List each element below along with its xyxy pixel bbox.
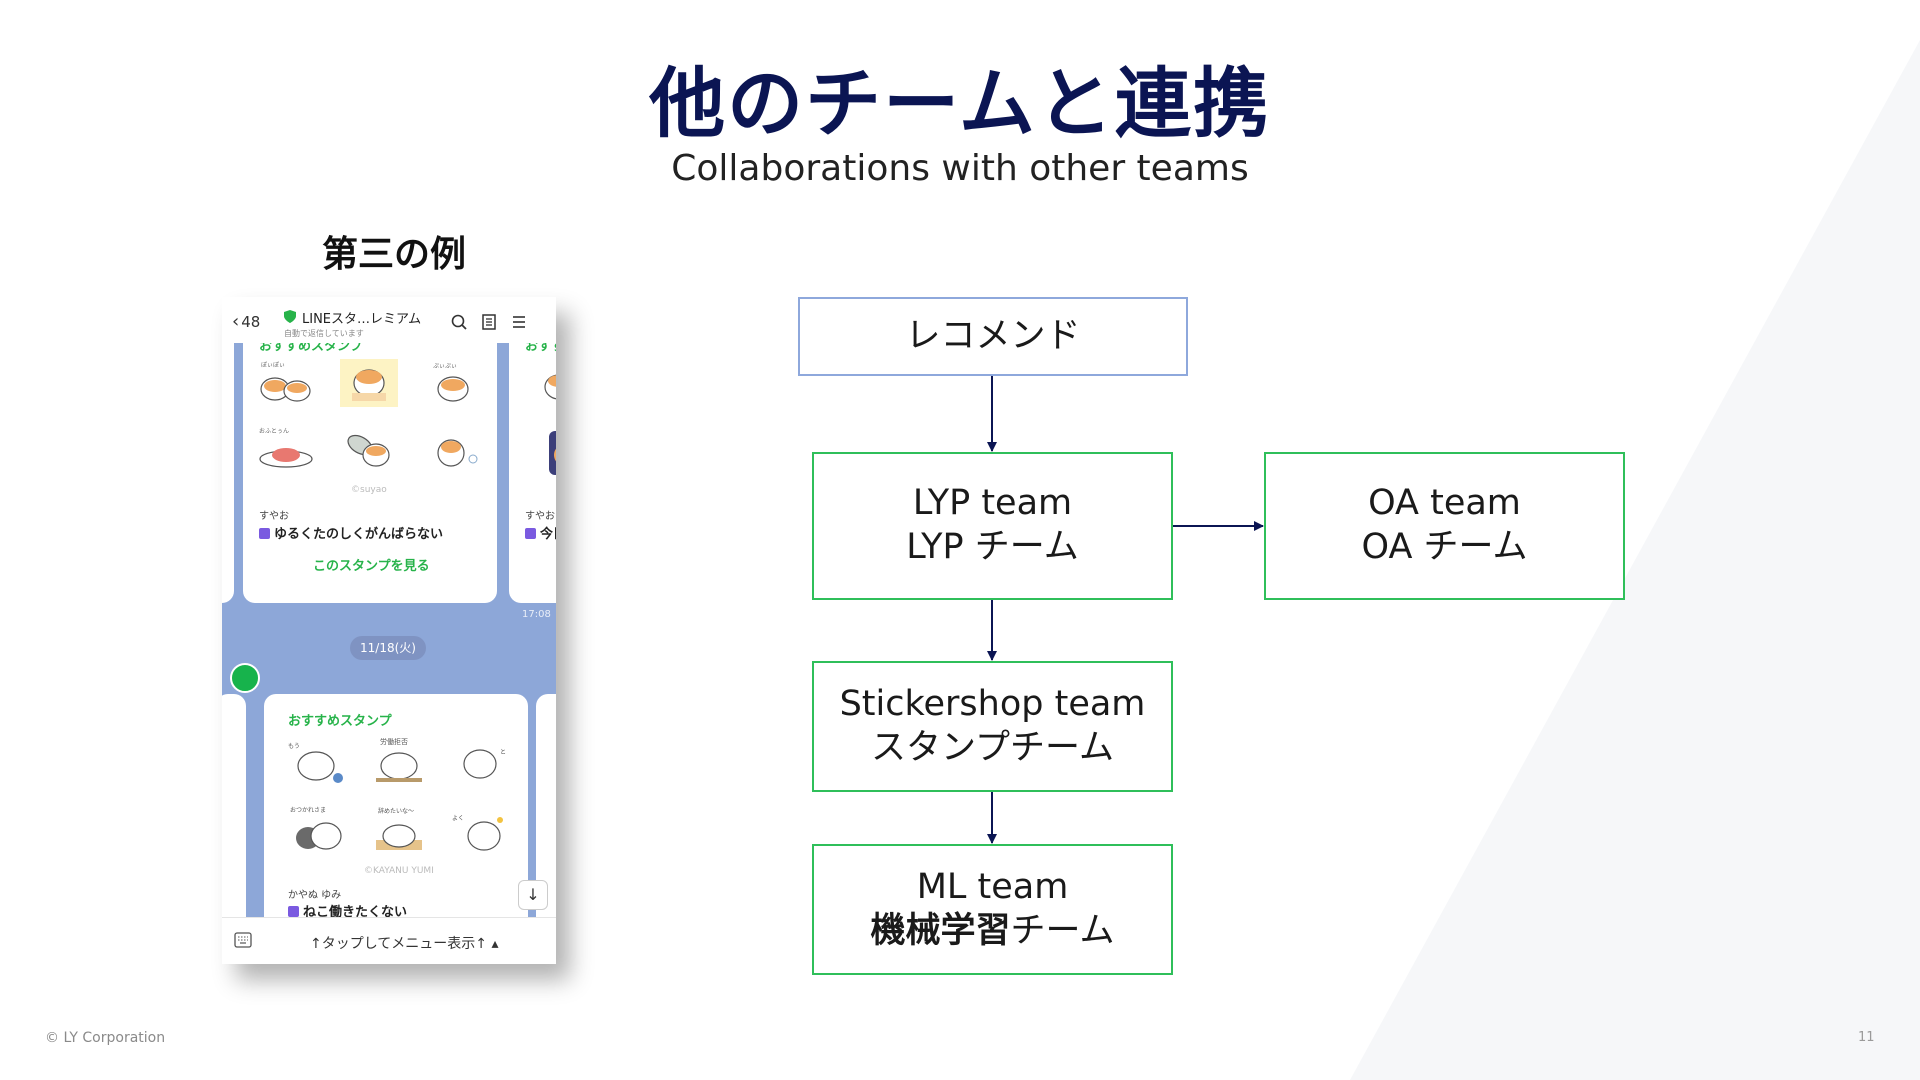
view-sticker-link[interactable]: このスタンプを見る <box>313 559 430 574</box>
sticker-author: すやお <box>525 511 555 522</box>
arrow-down-icon: ↓ <box>526 885 540 904</box>
sticker-hamster-4[interactable]: おふとぅん <box>255 423 317 475</box>
recommended-sticker-card-1[interactable]: おすすめスタンプ ぽぃぽぃ ぷぃぷぃ おふとぅん <box>243 327 497 603</box>
svg-text:おつかれさま: おつかれさま <box>290 807 326 814</box>
oa-team-ja: OA チーム <box>1361 527 1528 567</box>
sticker-credit: ©KAYANU YUMI <box>364 866 434 876</box>
sticker-hamster-peek[interactable] <box>519 359 556 411</box>
svg-text:辞めたいな〜: 辞めたいな〜 <box>378 807 414 815</box>
sticker-author: すやお <box>259 511 289 522</box>
lyp-team-box: LYP team LYP チーム <box>812 452 1173 600</box>
official-account-avatar[interactable] <box>230 663 260 693</box>
recommended-sticker-card-peek[interactable]: おすす すやお 今日 <box>509 327 556 603</box>
sticker-hamster-2[interactable] <box>338 357 400 409</box>
stickershop-team-en: Stickershop team <box>839 683 1146 724</box>
ml-team-en: ML team <box>916 866 1069 907</box>
svg-text:労働拒否: 労働拒否 <box>380 737 408 746</box>
svg-text:よく: よく <box>452 815 464 822</box>
page-number: 11 <box>1858 1030 1875 1045</box>
sticker-seal-3[interactable]: と <box>450 734 512 786</box>
line-chat-screenshot: おすすめスタンプ ぽぃぽぃ ぷぃぷぃ おふとぅん <box>222 297 556 964</box>
sticker-seal-6[interactable]: よく <box>450 804 512 856</box>
keyboard-icon[interactable] <box>234 932 252 948</box>
lyp-team-ja: LYP チーム <box>906 527 1079 567</box>
chat-title[interactable]: LINEスタ…レミアム <box>302 312 422 327</box>
sticker-name: ねこ働きたくない <box>288 901 407 920</box>
ml-team-box: ML team 機械学習チーム <box>812 844 1173 975</box>
recommend-box: レコメンド <box>798 297 1188 376</box>
svg-text:ぷぃぷぃ: ぷぃぷぃ <box>433 363 457 370</box>
chat-status: 自動で返信しています <box>284 329 364 338</box>
sticker-seal-4[interactable]: おつかれさま <box>286 804 348 856</box>
svg-text:おふとぅん: おふとぅん <box>259 428 289 435</box>
premium-badge-icon <box>259 528 270 539</box>
copyright: © LY Corporation <box>45 1030 166 1046</box>
rich-menu-toggle[interactable]: ↑タップしてメニュー表示↑ ▴ <box>310 936 499 952</box>
search-icon[interactable] <box>450 313 468 331</box>
premium-badge-icon <box>288 906 299 917</box>
back-button[interactable]: ‹48 <box>232 311 260 332</box>
sticker-author: かやぬ ゆみ <box>288 890 342 901</box>
verified-shield-icon <box>284 310 296 323</box>
ml-team-ja-bold: 機械学習 <box>870 910 1011 951</box>
ml-team-ja: 機械学習チーム <box>871 910 1115 954</box>
chat-footer: ↑タップしてメニュー表示↑ ▴ <box>222 917 556 964</box>
sticker-name: 今日 <box>525 523 556 542</box>
previous-card-sliver <box>222 327 234 603</box>
example-label: 第三の例 <box>322 234 467 275</box>
date-separator: 11/18(火) <box>350 636 426 660</box>
slide-subtitle: Collaborations with other teams <box>671 148 1249 189</box>
recommend-label: レコメンド <box>905 315 1081 356</box>
lyp-team-en: LYP team <box>912 483 1073 524</box>
chat-header: ‹48 LINEスタ…レミアム 自動で返信しています <box>222 297 556 343</box>
sticker-hamster-6[interactable] <box>423 423 485 475</box>
menu-icon[interactable] <box>510 313 528 331</box>
oa-team-en: OA team <box>1368 483 1521 524</box>
premium-badge-icon <box>525 528 536 539</box>
svg-text:もう: もう <box>288 743 300 750</box>
sticker-seal-5[interactable]: 辞めたいな〜 <box>368 804 430 856</box>
stickershop-team-ja: スタンプチーム <box>871 727 1114 768</box>
sticker-name: ゆるくたのしくがんばらない <box>259 523 443 542</box>
notes-icon[interactable] <box>480 313 498 331</box>
sticker-night-peek[interactable] <box>519 427 556 479</box>
message-time: 17:08 <box>522 609 551 620</box>
scroll-down-button[interactable]: ↓ <box>518 880 548 910</box>
sticker-seal-2[interactable]: 労働拒否 <box>368 734 430 786</box>
sticker-hamster-3[interactable]: ぷぃぷぃ <box>423 359 485 411</box>
slide-title: 他のチームと連携 <box>649 59 1271 148</box>
card-header: おすすめスタンプ <box>288 714 392 729</box>
oa-team-box: OA team OA チーム <box>1264 452 1625 600</box>
svg-text:と: と <box>500 749 506 756</box>
chevron-left-icon: ‹ <box>232 311 240 332</box>
sticker-credit: ©suyao <box>351 485 387 495</box>
sticker-hamster-1[interactable]: ぽぃぽぃ <box>255 359 317 411</box>
ml-team-ja-rest: チーム <box>1010 910 1115 951</box>
stickershop-team-box: Stickershop team スタンプチーム <box>812 661 1173 792</box>
svg-text:ぽぃぽぃ: ぽぃぽぃ <box>261 361 285 369</box>
sticker-seal-1[interactable]: もう <box>286 734 348 786</box>
unread-count: 48 <box>241 313 261 331</box>
sticker-hamster-5[interactable] <box>338 423 400 475</box>
